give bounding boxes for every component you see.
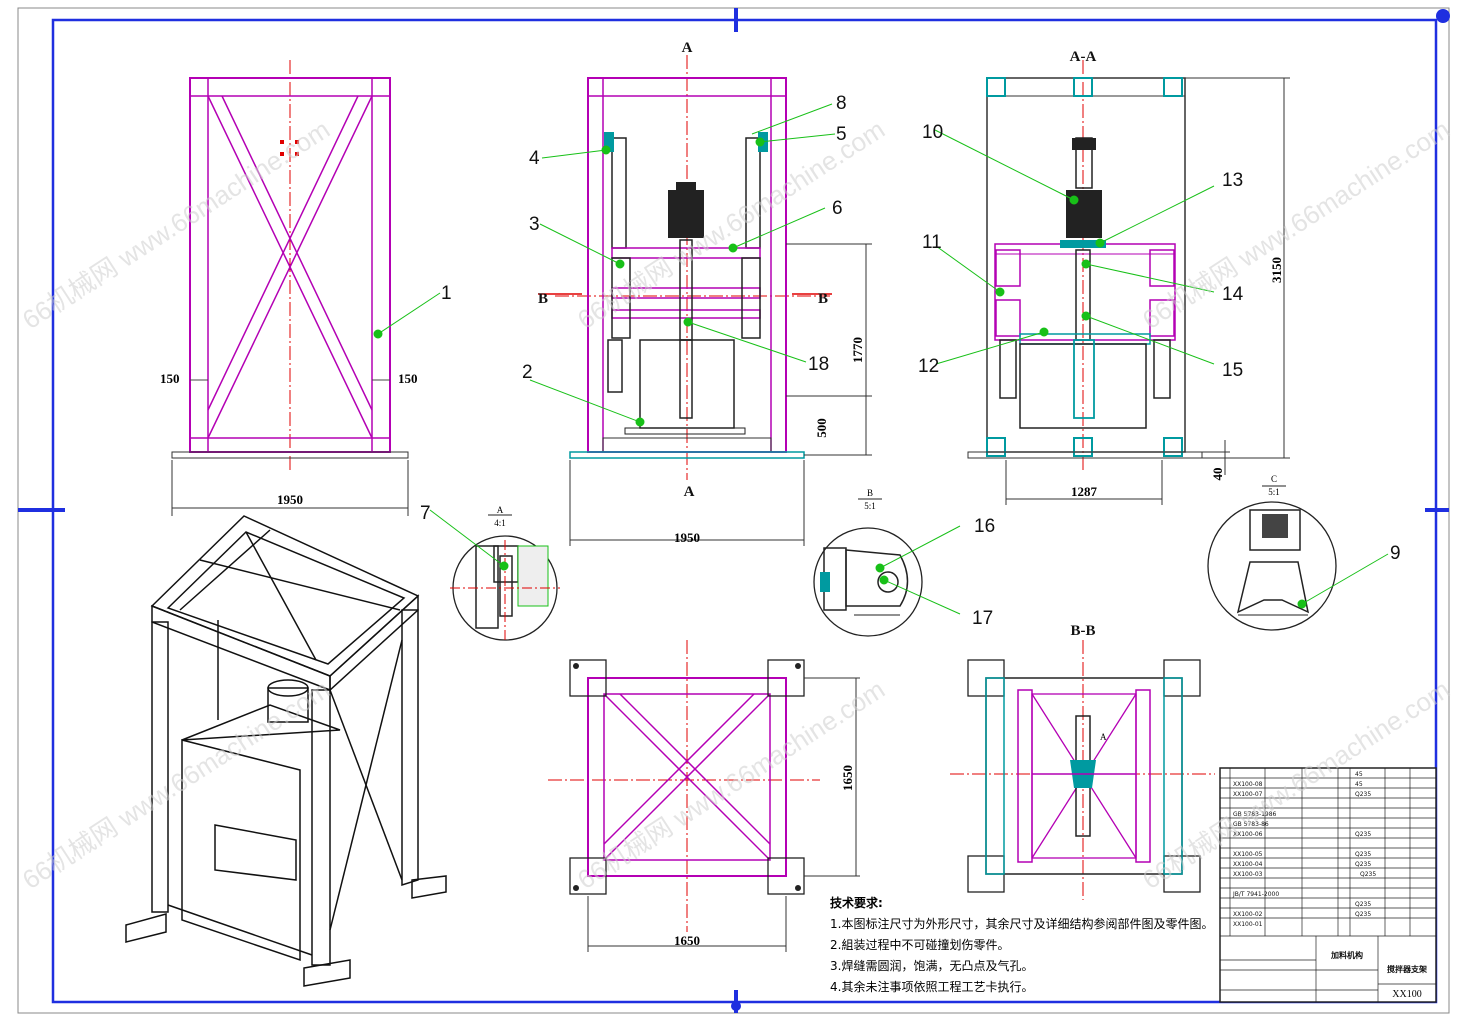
balloon-10: 10 [922, 122, 943, 143]
tb-mat-1: 45 [1355, 771, 1363, 778]
dim-front-width: 1950 [277, 492, 303, 507]
tb-code-5: XX100-06 [1233, 831, 1263, 838]
tech-note-1: 1.本图标注尺寸为外形尺寸，其余尺寸及详细结构参阅部件图及零件图。 [830, 916, 1213, 931]
tb-mat-11: Q235 [1355, 901, 1371, 908]
title-block-materials: 45 45 Q235 Q235 Q235 Q235 Q235 Q235 Q235 [1355, 771, 1376, 918]
balloon-16: 16 [974, 516, 995, 537]
detail-b-scale: 5:1 [864, 501, 876, 511]
technical-notes: 技术要求: 1.本图标注尺寸为外形尺寸，其余尺寸及详细结构参阅部件图及零件图。 … [830, 895, 1213, 994]
tech-note-3: 3.焊缝需圆润，饱满，无凸点及气孔。 [830, 958, 1033, 973]
balloon-9: 9 [1390, 543, 1401, 564]
tb-code-7: XX100-04 [1233, 861, 1263, 868]
tech-note-2: 2.組装过程中不可碰撞划伤零件。 [830, 937, 1009, 952]
detail-c-scale: 5:1 [1268, 487, 1280, 497]
dim-section-width: 1287 [1071, 484, 1098, 499]
top-view [548, 640, 860, 952]
section-a-bottom-label: A [684, 484, 695, 500]
detail-b [813, 498, 923, 637]
tb-mat-2: 45 [1355, 781, 1363, 788]
section-a-small-label: A [1100, 732, 1107, 742]
tech-note-4: 4.其余未注事项依照工程工艺卡执行。 [830, 979, 1033, 994]
isometric-view [125, 515, 447, 987]
balloon-13: 13 [1222, 170, 1243, 191]
section-a-top-label: A [682, 40, 693, 56]
tb-code-6: XX100-05 [1233, 851, 1263, 858]
dim-front-left-inset: 150 [160, 371, 180, 386]
balloon-17: 17 [972, 608, 993, 629]
section-b-left-label: B [538, 291, 548, 307]
balloon-3: 3 [529, 214, 540, 235]
corner-mark [1436, 9, 1450, 23]
side-view [538, 55, 872, 546]
detail-a-scale: 4:1 [494, 518, 506, 528]
tb-project: 搅拌器支架 [1387, 964, 1427, 974]
title-block-codes: XX100-08 XX100-07 GB 5783-1986 GB 5783-8… [1232, 781, 1279, 928]
section-b-right-label: B [818, 291, 828, 307]
section-aa-view [967, 60, 1290, 505]
tb-mat-9: Q235 [1360, 871, 1376, 878]
detail-a [450, 514, 560, 641]
detail-c-name: C [1271, 474, 1277, 484]
tb-code-4: GB 5783-86 [1233, 821, 1269, 828]
tb-code-11: XX100-02 [1233, 911, 1263, 918]
tb-code-2: XX100-07 [1233, 791, 1263, 798]
dim-top-vertical: 1650 [840, 765, 855, 791]
tb-mat-5: Q235 [1355, 831, 1371, 838]
tb-name-cell: 加料机构 [1330, 950, 1363, 960]
dim-section-height: 3150 [1269, 257, 1284, 283]
balloon-1: 1 [441, 283, 452, 304]
dim-side-height-mid: 1770 [850, 337, 865, 363]
dim-side-height-low: 500 [814, 418, 829, 438]
dim-section-base: 40 [1210, 468, 1225, 481]
section-aa-label: A-A [1070, 49, 1097, 65]
tb-mat-3: Q235 [1355, 791, 1371, 798]
detail-b-name: B [867, 488, 873, 498]
tb-code-9: JB/T 7941-2000 [1232, 891, 1279, 898]
title-block [1219, 767, 1437, 1003]
balloon-11: 11 [922, 232, 942, 253]
tb-code-1: XX100-08 [1233, 781, 1263, 788]
balloon-6: 6 [832, 198, 843, 219]
tb-code-3: GB 5783-1986 [1233, 811, 1277, 818]
detail-a-name: A [497, 505, 504, 515]
balloon-7: 7 [420, 503, 431, 524]
tech-notes-title: 技术要求: [830, 895, 883, 910]
bottom-mark [731, 1001, 741, 1011]
balloon-4: 4 [529, 148, 540, 169]
balloon-8: 8 [836, 93, 847, 114]
balloon-2: 2 [522, 362, 533, 383]
tb-mat-12: Q235 [1355, 911, 1371, 918]
dim-front-right-inset: 150 [398, 371, 418, 386]
watermark-4: 66机械网 www.66machine.com [17, 674, 335, 895]
balloon-14: 14 [1222, 284, 1244, 305]
section-bb-view [950, 640, 1215, 900]
dim-side-width: 1950 [674, 530, 700, 545]
watermark-1: 66机械网 www.66machine.com [17, 114, 335, 335]
balloon-5: 5 [836, 124, 847, 145]
tb-code-8: XX100-03 [1233, 871, 1263, 878]
section-bb-label: B-B [1070, 623, 1095, 639]
tb-drawing-no: XX100 [1392, 989, 1421, 1000]
leader-lines [373, 103, 1389, 615]
balloon-15: 15 [1222, 360, 1243, 381]
tb-mat-8: Q235 [1355, 861, 1371, 868]
tb-code-12: XX100-01 [1233, 921, 1263, 928]
detail-c [1207, 485, 1337, 631]
tb-mat-7: Q235 [1355, 851, 1371, 858]
balloon-12: 12 [918, 356, 939, 377]
front-view [171, 60, 409, 516]
dim-top-horizontal: 1650 [674, 933, 700, 948]
watermark-2: 66机械网 www.66machine.com [572, 114, 890, 335]
balloon-18: 18 [808, 354, 829, 375]
